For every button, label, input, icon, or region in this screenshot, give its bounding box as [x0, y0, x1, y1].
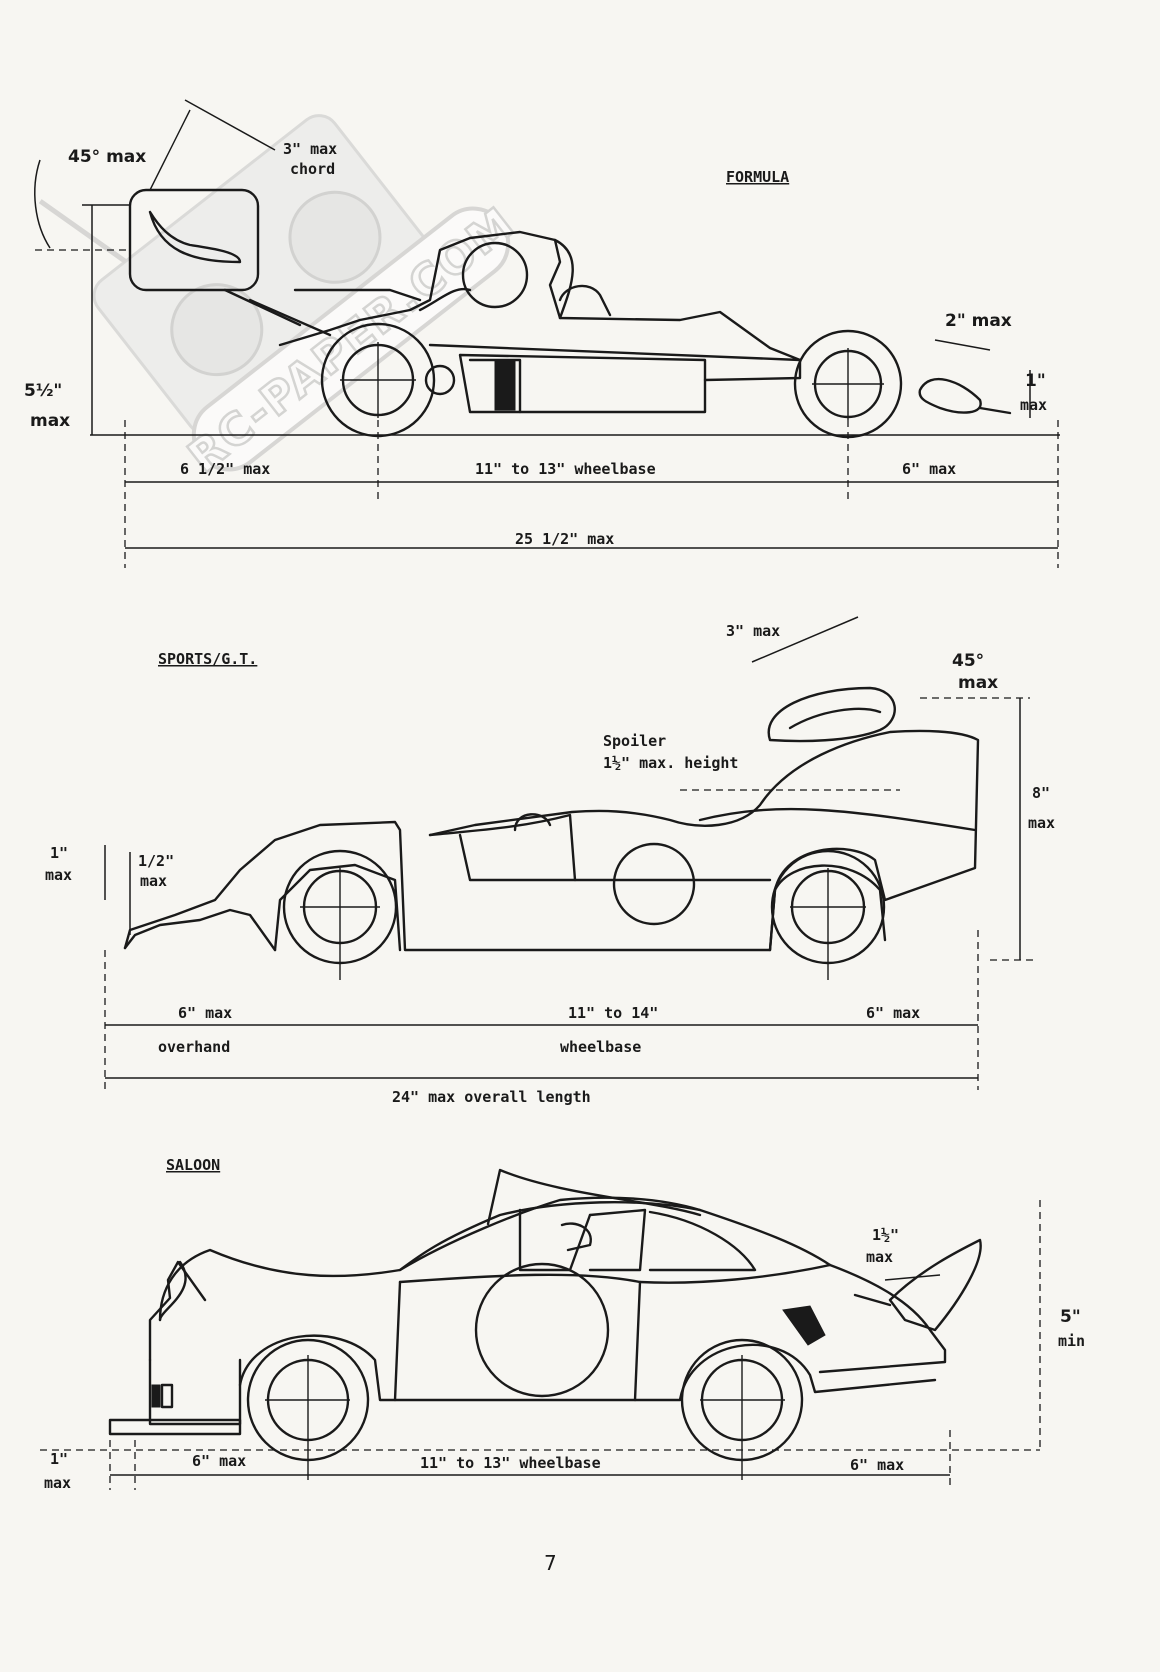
sports-height-label: 8" [1032, 784, 1050, 802]
formula-nose-height-label-2: max [1020, 396, 1047, 414]
sports-front-wheel [282, 849, 398, 980]
sports-wing-chord-label: 3" max [726, 622, 780, 640]
saloon-clear-label-2: max [44, 1474, 71, 1492]
saloon-spoiler-label-2: max [866, 1248, 893, 1266]
formula-wing-chord-label-2: chord [290, 160, 335, 178]
sports-overall-label: 24" max overall length [392, 1088, 591, 1106]
sports-wheelbase-label: 11" to 14" [568, 1004, 658, 1022]
sports-rear-wheel [770, 849, 886, 980]
saloon-front-overhang-label: 6" max [192, 1452, 246, 1470]
formula-rear-overhang-label: 6" max [902, 460, 956, 478]
sports-height-label-2: max [1028, 814, 1055, 832]
sports-wheelbase-word-label: wheelbase [560, 1038, 641, 1056]
page-number: 7 [544, 1551, 557, 1575]
sports-front-overhang-label: 6" max [178, 1004, 232, 1022]
formula-nose-height-label: 1" [1025, 371, 1046, 391]
formula-rear-wing-label: 2" max [945, 311, 1012, 331]
saloon-title: SALOON [166, 1156, 220, 1174]
sports-front-clear-label-2: max [45, 866, 72, 884]
formula-car-diagram: FORMULA [24, 99, 1060, 568]
saloon-wheelbase-label: 11" to 13" wheelbase [420, 1454, 601, 1472]
saloon-clear-label: 1" [50, 1450, 68, 1468]
saloon-rear-overhang-label: 6" max [850, 1456, 904, 1474]
sports-spoiler-height-label: 1½" max. height [603, 754, 738, 772]
saloon-height-label: 5" [1060, 1307, 1081, 1327]
formula-wheelbase-label: 11" to 13" wheelbase [475, 460, 656, 478]
sports-wing-angle-label-2: max [958, 673, 998, 693]
formula-title: FORMULA [726, 168, 789, 186]
sports-lip-label-2: max [140, 872, 167, 890]
sports-spoiler-label: Spoiler [603, 732, 666, 750]
sports-rear-overhang-label: 6" max [866, 1004, 920, 1022]
saloon-height-label-2: min [1058, 1332, 1085, 1350]
sports-lip-label: 1/2" [138, 852, 174, 870]
formula-height-label-2: max [30, 411, 70, 431]
saloon-rear-wheel [680, 1338, 804, 1480]
sports-front-clear-label: 1" [50, 844, 68, 862]
formula-wing-angle-label: 45° max [68, 147, 146, 167]
sports-title: SPORTS/G.T. [158, 650, 257, 668]
saloon-car-diagram: SALOON [40, 1156, 1085, 1492]
saloon-spoiler-label: 1½" [872, 1226, 899, 1244]
formula-height-label: 5½" [24, 381, 62, 401]
saloon-front-wheel [246, 1338, 370, 1480]
sports-overhang-word-label: overhand [158, 1038, 230, 1056]
sports-gt-car-diagram: SPORTS/G.T. [45, 616, 1055, 1106]
formula-overall-label: 25 1/2" max [515, 530, 614, 548]
formula-front-overhang-label: 6 1/2" max [180, 460, 270, 478]
formula-wing-chord-label: 3" max [283, 140, 337, 158]
sports-wing-angle-label: 45° [952, 651, 984, 671]
